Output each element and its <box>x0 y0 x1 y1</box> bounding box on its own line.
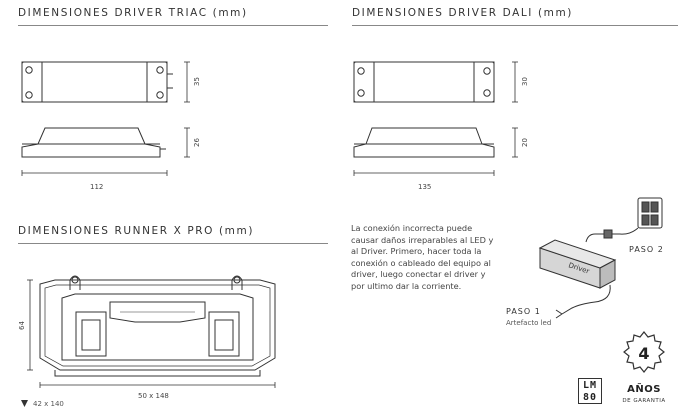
triac-title: DIMENSIONES DRIVER TRIAC (mm) <box>18 7 248 19</box>
paso2-label: PASO 2 <box>629 245 664 254</box>
dali-title: DIMENSIONES DRIVER DALI (mm) <box>352 7 573 19</box>
triac-title-rule <box>18 25 328 26</box>
triac-length-label: 112 <box>90 183 103 191</box>
lm80-badge: LM 80 <box>578 378 602 404</box>
download-arrow-icon <box>21 400 28 407</box>
lm80-line2: 80 <box>582 392 598 403</box>
runner-size-label: 50 x 148 <box>138 392 169 400</box>
warranty-years: 4 <box>638 344 649 363</box>
warranty-word: AÑOS <box>627 384 661 395</box>
wall-switch-icon <box>637 197 663 229</box>
runner-height-label: 64 <box>18 321 26 330</box>
dali-height-top-label: 30 <box>521 77 529 86</box>
dali-title-rule <box>352 25 678 26</box>
runner-footnote: 42 x 140 <box>20 399 64 408</box>
warning-text: La conexión incorrecta puede causar daño… <box>351 223 494 291</box>
triac-height-side-label: 26 <box>193 138 201 147</box>
runner-title: DIMENSIONES RUNNER X PRO (mm) <box>18 225 255 237</box>
paso1-label: PASO 1 <box>506 307 541 316</box>
triac-height-top-label: 35 <box>193 77 201 86</box>
dali-length-label: 135 <box>418 183 431 191</box>
dali-drawing: 30 20 135 <box>353 61 529 191</box>
warranty-caption: DE GARANTIA <box>622 398 666 404</box>
runner-footnote-text: 42 x 140 <box>33 399 64 408</box>
paso1-caption: Artefacto led <box>506 319 552 327</box>
dali-height-side-label: 20 <box>521 138 529 147</box>
runner-drawing: 64 50 x 148 <box>18 275 276 400</box>
lm80-line1: LM <box>582 380 598 391</box>
warranty-seal-icon: 4 <box>623 331 665 373</box>
connection-illustration: Driver <box>538 197 663 319</box>
triac-drawing: 35 26 112 <box>21 61 201 191</box>
runner-title-rule <box>18 243 328 244</box>
